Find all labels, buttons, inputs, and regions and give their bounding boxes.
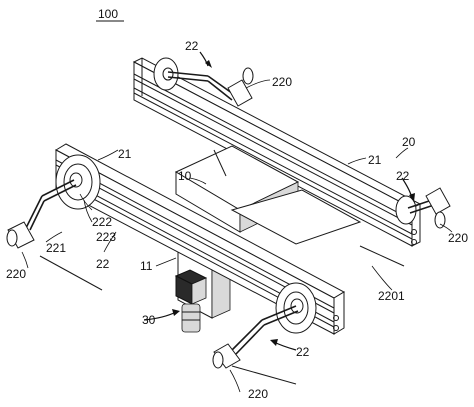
reference-labels: 100 22 220 20 21 22 220 2201 21 10 222 2… bbox=[6, 7, 468, 401]
label-handle-right: 220 bbox=[448, 231, 468, 245]
label-crank-arm: 221 bbox=[46, 241, 66, 255]
label-platform: 10 bbox=[178, 169, 192, 183]
front-rail bbox=[54, 143, 346, 335]
label-rail-front: 21 bbox=[118, 147, 132, 161]
label-camera: 30 bbox=[142, 313, 156, 327]
label-drive-top: 22 bbox=[185, 39, 199, 53]
label-belt: 2201 bbox=[378, 289, 405, 303]
label-drive-left: 22 bbox=[96, 257, 110, 271]
back-right-drive bbox=[395, 187, 451, 229]
back-rail bbox=[132, 57, 422, 247]
label-handle-top: 220 bbox=[272, 75, 292, 89]
left-drive bbox=[6, 154, 103, 291]
camera bbox=[174, 269, 208, 333]
label-handle-left: 220 bbox=[6, 267, 26, 281]
label-drive-bottom: 22 bbox=[296, 345, 310, 359]
label-frame: 20 bbox=[402, 135, 416, 149]
platform-block bbox=[174, 145, 405, 267]
front-right-drive bbox=[212, 282, 317, 385]
label-handle-bottom: 220 bbox=[248, 387, 268, 401]
label-drive-right: 22 bbox=[396, 169, 410, 183]
label-hub: 223 bbox=[96, 230, 116, 244]
label-rail-top: 21 bbox=[368, 153, 382, 167]
leader-lines bbox=[21, 51, 453, 393]
label-assembly: 100 bbox=[98, 7, 118, 21]
label-pulley: 222 bbox=[92, 215, 112, 229]
back-left-drive bbox=[153, 57, 254, 107]
label-support: 11 bbox=[140, 259, 153, 273]
